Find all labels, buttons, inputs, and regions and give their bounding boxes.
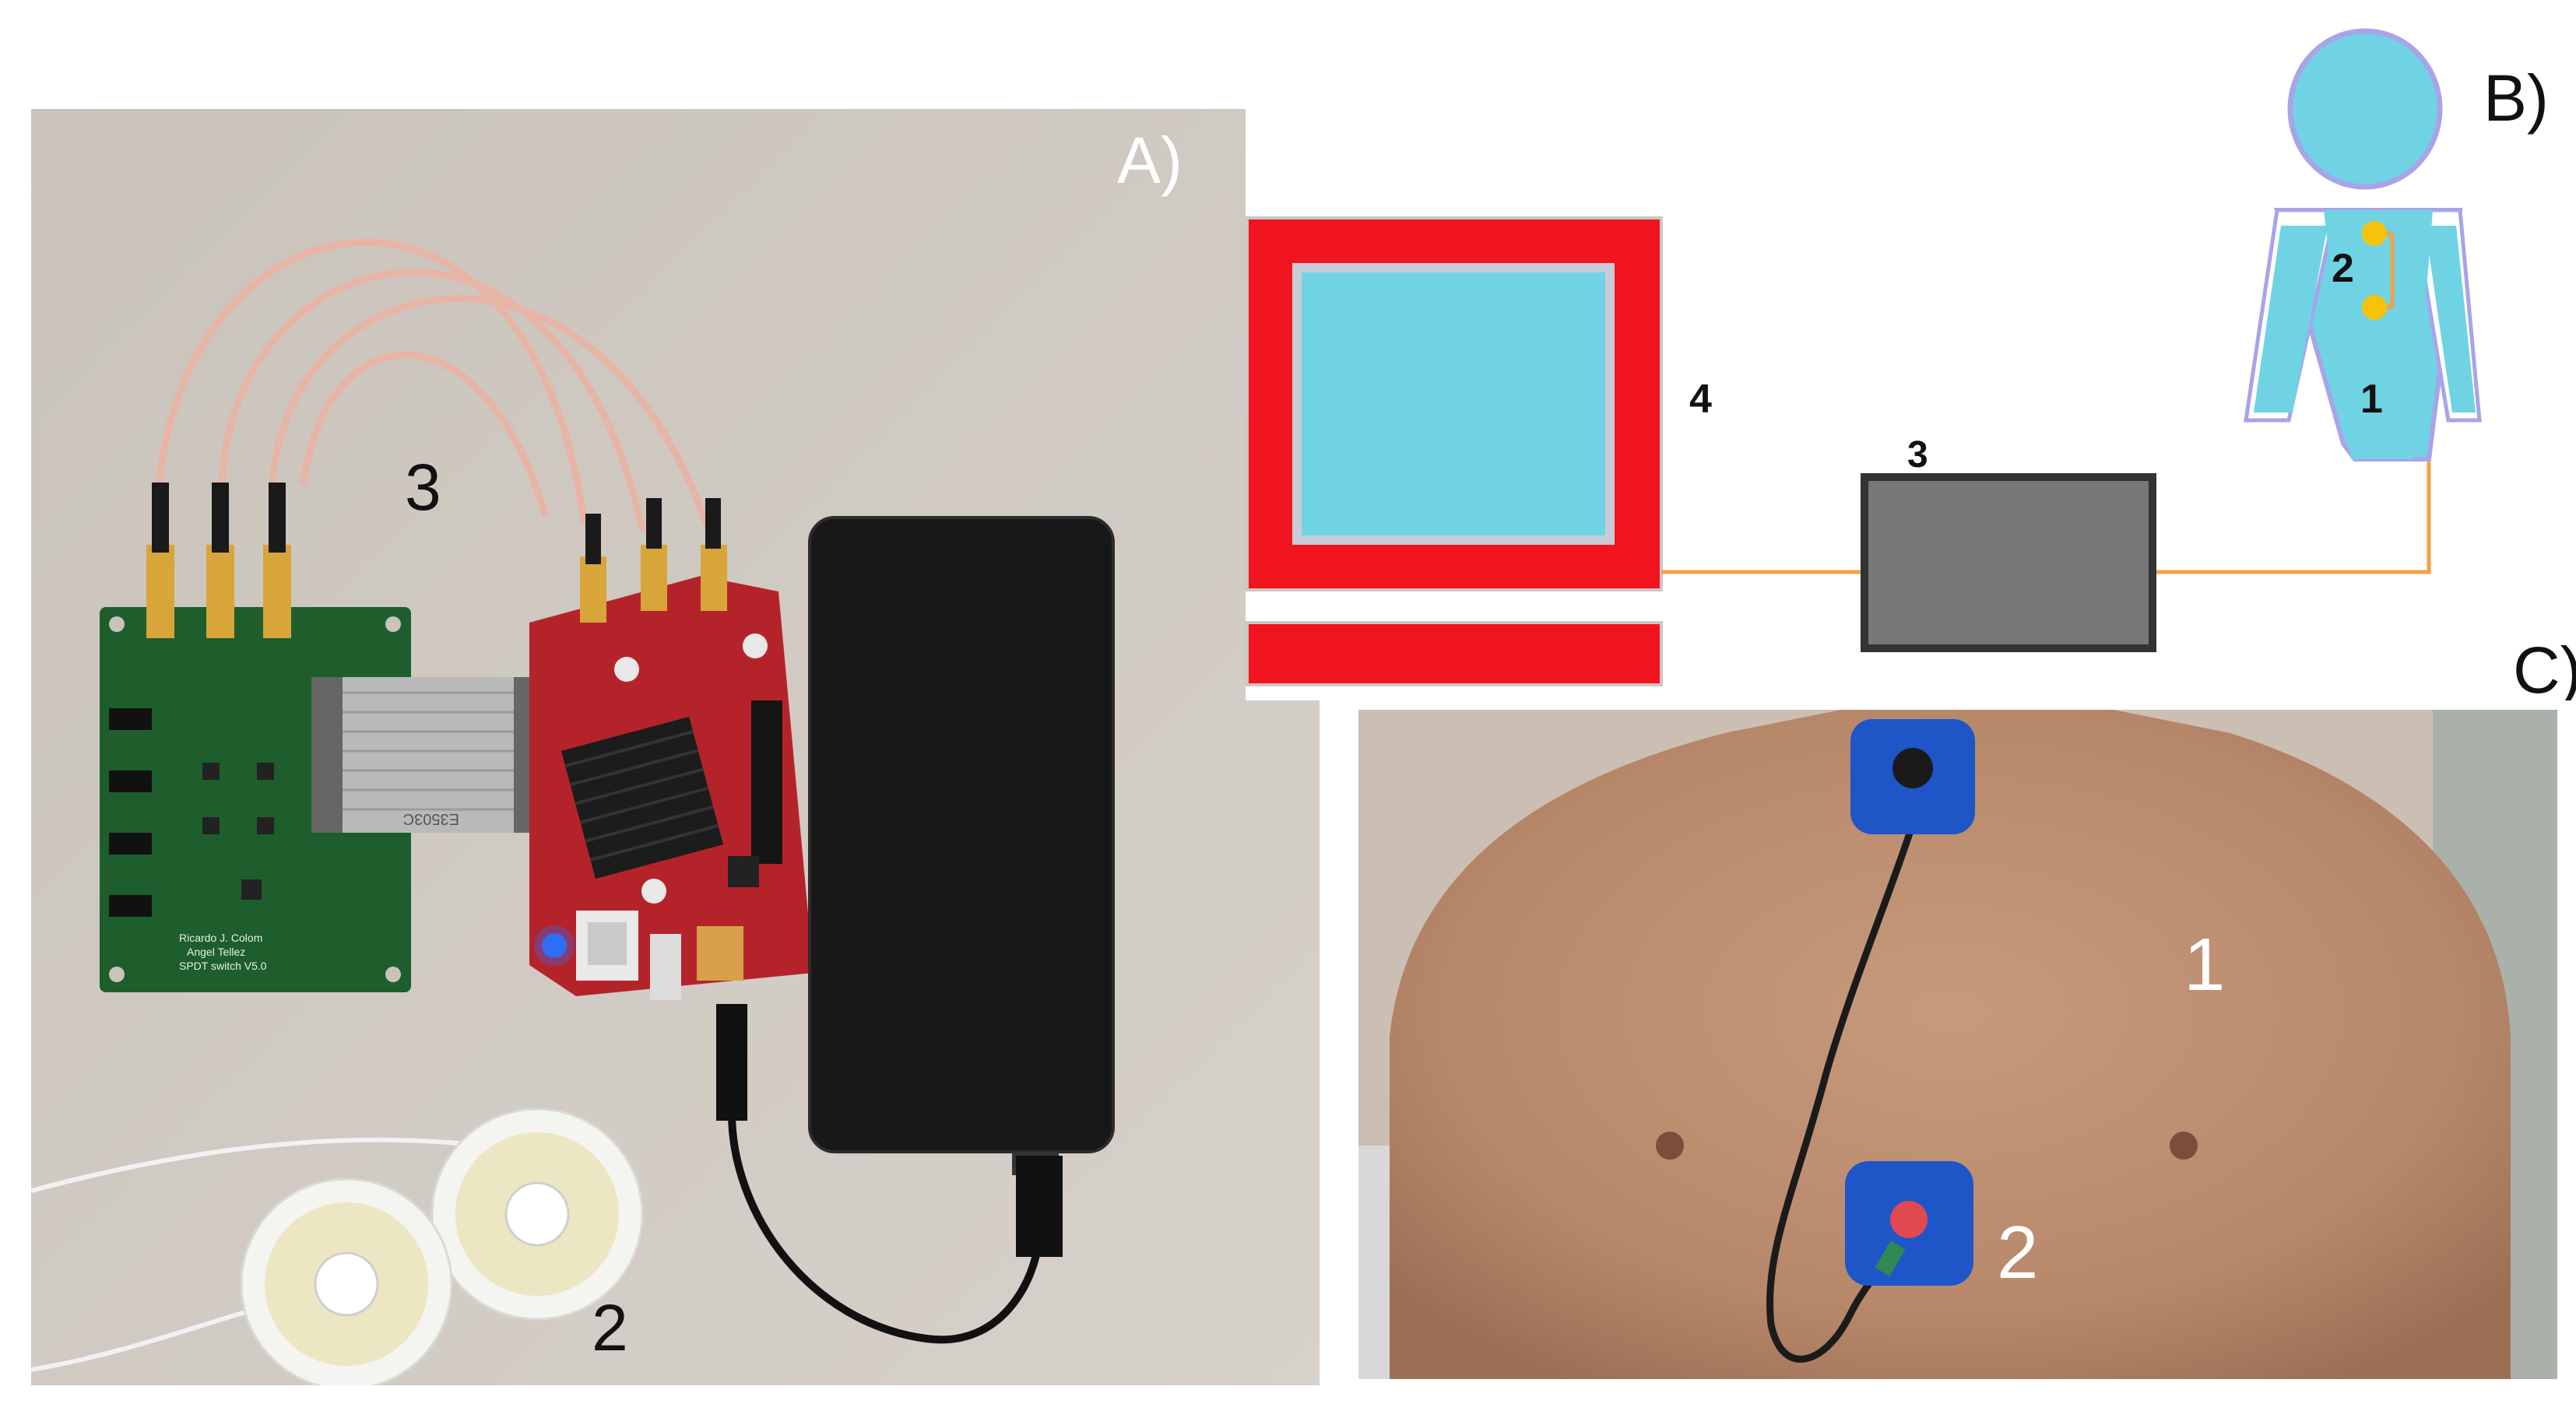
hardware-photo-illustration: Ricardo J. Colom Angel Tellez SPDT switc… <box>31 109 1320 1385</box>
nipple-right <box>2170 1132 2198 1160</box>
panel-a-hardware-photo: Ricardo J. Colom Angel Tellez SPDT switc… <box>31 109 1320 1385</box>
panel-a-label-2: 2 <box>592 1291 628 1364</box>
electrode-lower-dot <box>2362 295 2387 320</box>
electrode-upper <box>1850 719 1975 834</box>
electrode-pads <box>31 1107 644 1385</box>
torso <box>1390 710 2511 1379</box>
ribbon-text: E3503C <box>403 810 459 827</box>
label-4: 4 <box>1689 377 1712 422</box>
label-3: 3 <box>1907 434 1928 476</box>
pcb-text-line-1: Ricardo J. Colom <box>179 932 262 944</box>
ribbon-cable: E3503C <box>311 677 545 833</box>
panel-c-chest-photo: 1 2 <box>1358 710 2557 1379</box>
panel-b-letter: B) <box>2483 61 2549 135</box>
chest-photo-illustration: 1 2 <box>1358 710 2557 1379</box>
label-1: 1 <box>2360 377 2383 422</box>
usb-connector-a <box>1016 1156 1063 1257</box>
measurement-device-box <box>1861 473 2156 652</box>
panel-c-label-2: 2 <box>1997 1211 2038 1294</box>
power-bank <box>808 516 1115 1175</box>
label-2: 2 <box>2332 246 2354 291</box>
red-pitaya-board <box>529 498 814 1000</box>
usb-cable <box>728 1109 1044 1344</box>
pcb-text-line-2: Angel Tellez <box>187 946 245 958</box>
ecg-lead-cable <box>1766 770 1932 1363</box>
panel-c-label-1: 1 <box>2184 923 2225 1006</box>
panel-c-letter: C) <box>2513 634 2576 700</box>
panel-b-block-diagram: 4 3 2 1 B) C) <box>1246 0 2576 700</box>
electrode-lower <box>1845 1161 1973 1286</box>
coax-cables <box>156 238 712 533</box>
panel-a-letter: A) <box>1117 124 1183 197</box>
nipple-left <box>1656 1132 1684 1160</box>
pcb-text-line-3: SPDT switch V5.0 <box>179 960 267 972</box>
computer-monitor <box>1246 216 1663 591</box>
computer-keyboard <box>1246 621 1663 686</box>
electrode-upper-dot <box>2362 221 2387 246</box>
block-diagram-svg: 4 3 2 1 B) C) <box>1246 28 2576 700</box>
usb-connector-micro <box>716 1004 747 1121</box>
panel-a-label-3: 3 <box>405 451 441 524</box>
human-torso-figure <box>2244 28 2482 462</box>
